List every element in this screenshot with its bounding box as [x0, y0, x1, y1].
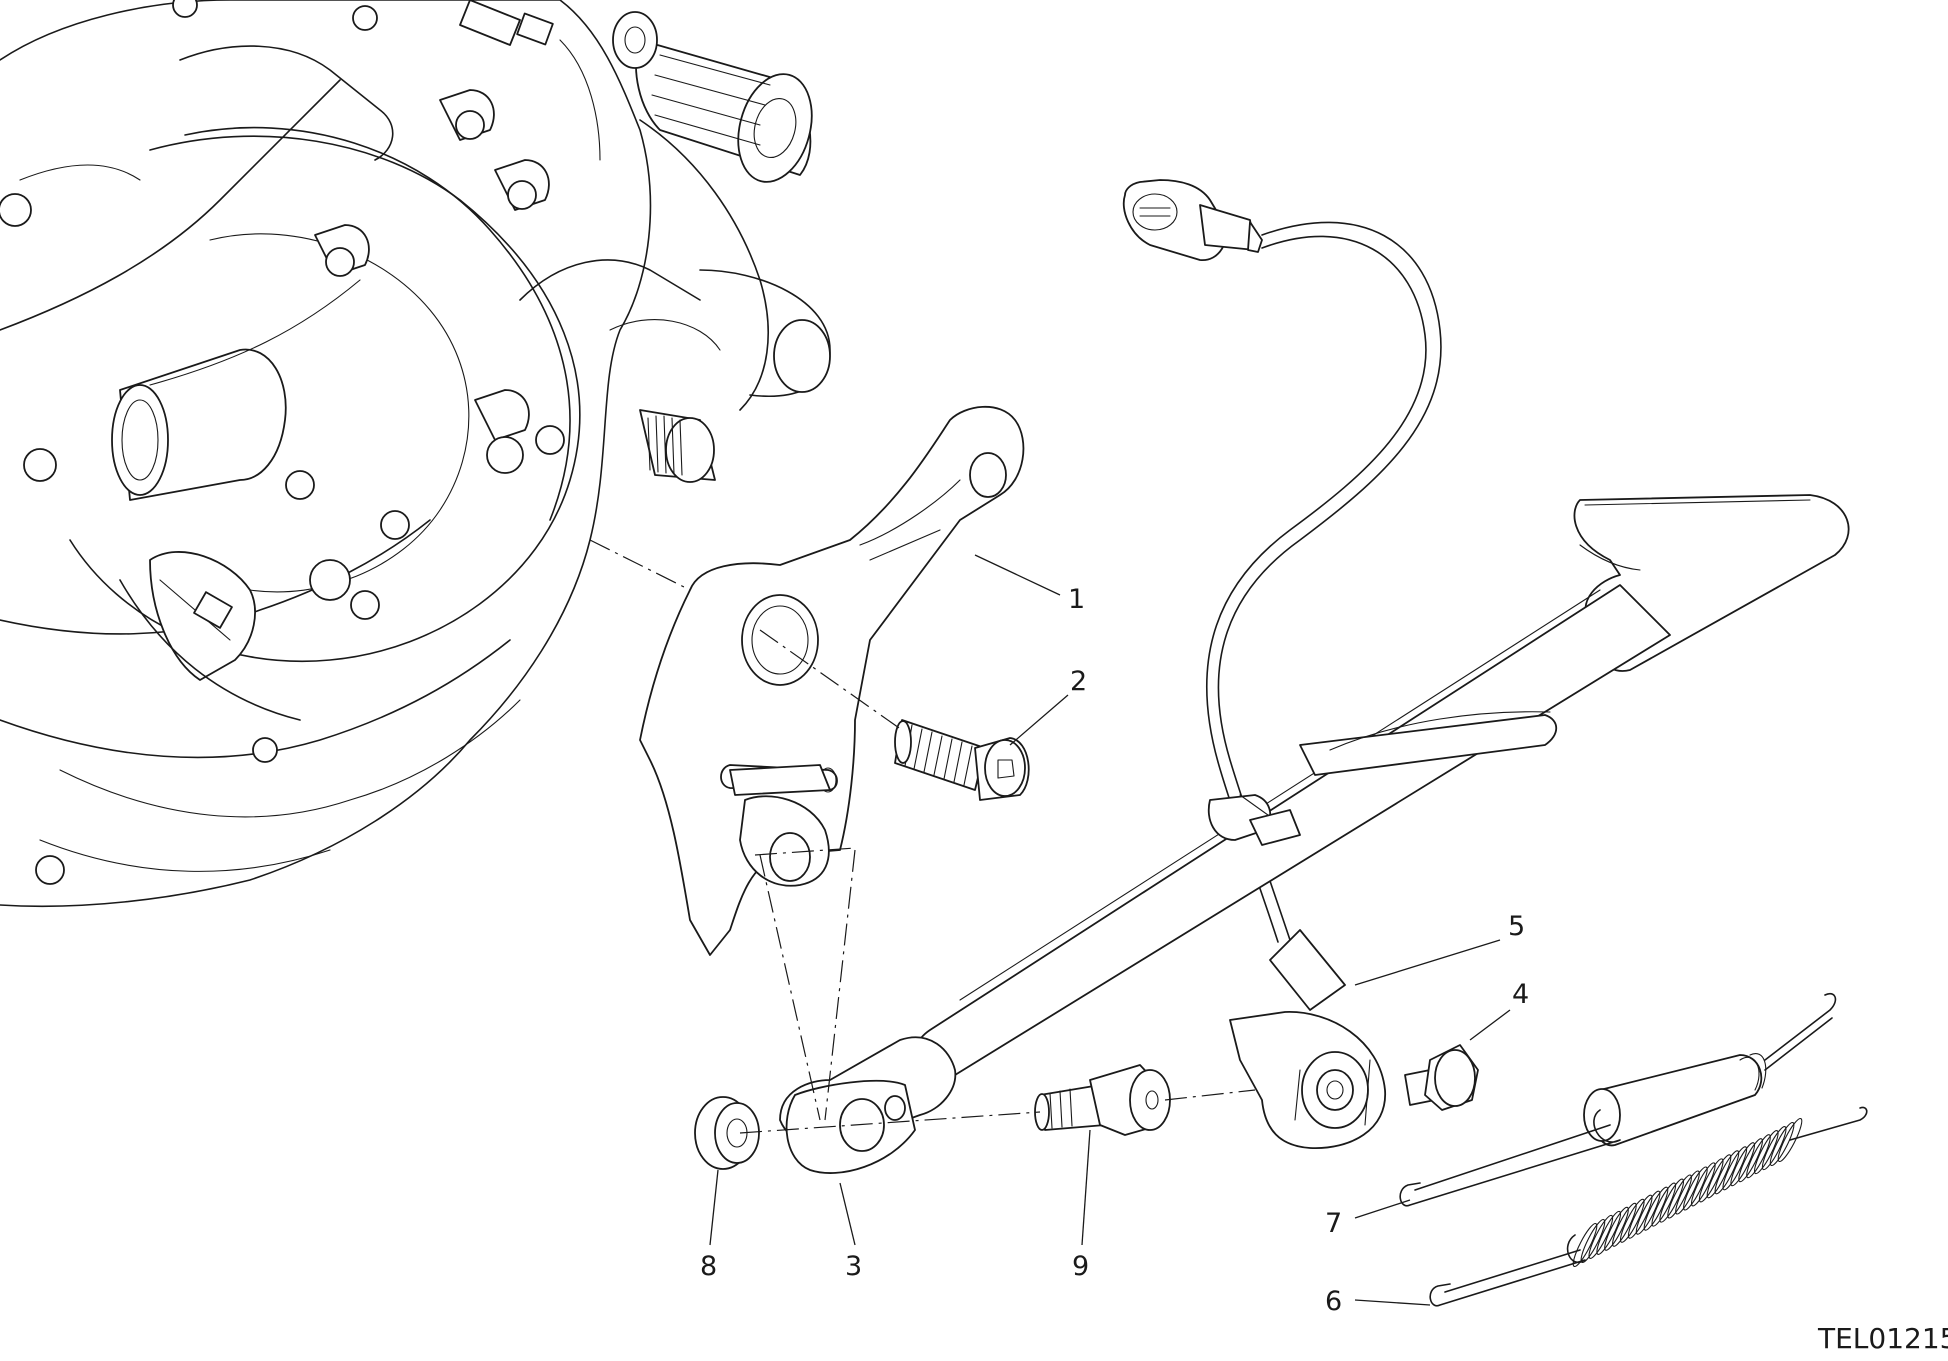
spring-coil [1730, 1142, 1756, 1187]
spring-coil [1761, 1126, 1787, 1171]
callout-4: 4 [1512, 979, 1529, 1010]
callout-6: 6 [1325, 1286, 1342, 1317]
bolt-9 [1034, 1064, 1171, 1136]
callout-8: 8 [700, 1251, 717, 1282]
callout-7: 7 [1325, 1208, 1342, 1239]
drawing-code: TEL01215 [1817, 1322, 1948, 1355]
spring-coil [1659, 1178, 1685, 1223]
pin [729, 764, 831, 796]
spring-coil [1667, 1174, 1692, 1219]
callout-1: 1 [1068, 584, 1085, 615]
spring-coil [1619, 1198, 1645, 1243]
bolt-2 [894, 719, 1030, 801]
callout-numbers: 1 2 3 4 5 6 7 8 9 [700, 584, 1529, 1317]
leader-lines [709, 554, 1511, 1306]
spring-coil [1572, 1222, 1598, 1268]
washer-8 [694, 1096, 760, 1170]
callout-9: 9 [1072, 1251, 1089, 1282]
spring-coil [1604, 1206, 1629, 1251]
spring-coil [1769, 1121, 1795, 1167]
spring-coil [1706, 1154, 1732, 1199]
spring-coil [1690, 1162, 1716, 1207]
bolt-4 [1404, 1044, 1479, 1111]
spring-coil [1683, 1166, 1708, 1211]
callout-2: 2 [1070, 666, 1087, 697]
engine-case [0, 0, 831, 908]
spring-coil [1643, 1186, 1669, 1231]
spring-coil [1746, 1134, 1771, 1179]
spring-7 [1399, 992, 1837, 1207]
spring-coil [1588, 1214, 1614, 1259]
callout-5: 5 [1508, 911, 1525, 942]
assembly-axes [589, 539, 1256, 1134]
spring-coil [1675, 1170, 1700, 1215]
side-stand-leg [914, 494, 1850, 1078]
stand-sensor [1229, 929, 1386, 1149]
case-bolts [0, 0, 565, 885]
spring-coil [1698, 1158, 1724, 1203]
spring-coil [1714, 1150, 1740, 1195]
pivot-end [779, 1036, 957, 1174]
spring-coil [1738, 1138, 1763, 1183]
spring-coil [1612, 1202, 1637, 1247]
spring-coil [1635, 1190, 1661, 1235]
spring-coil [1596, 1210, 1622, 1255]
spring-coil [1722, 1146, 1748, 1191]
callout-3: 3 [845, 1251, 862, 1282]
spring-coil [1627, 1194, 1653, 1239]
spring-coil [1753, 1130, 1779, 1175]
sensor-cable [1122, 179, 1442, 943]
spring-6 [1429, 1106, 1868, 1307]
spring-coil [1651, 1182, 1677, 1227]
spring-coil [1777, 1117, 1803, 1163]
gear [639, 409, 716, 483]
